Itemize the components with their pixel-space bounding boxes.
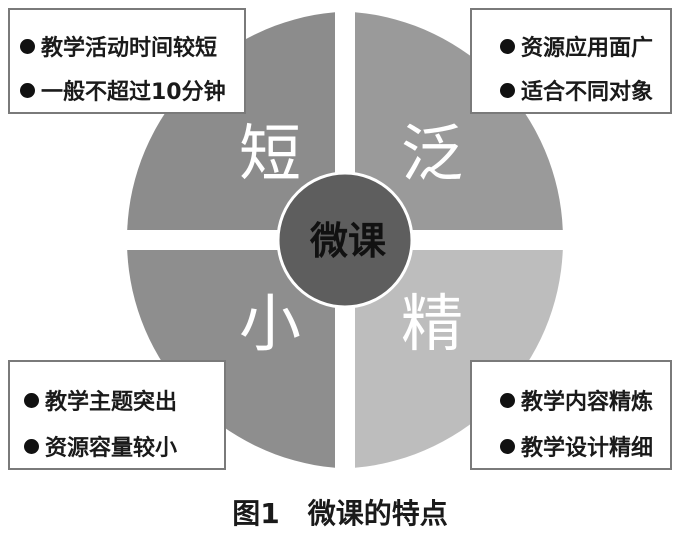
quadrant-small bbox=[127, 250, 335, 468]
box-bottom-left: 教学主题突出 资源容量较小 bbox=[8, 360, 226, 470]
bullet-icon bbox=[20, 39, 35, 54]
list-item: 资源应用面广 bbox=[500, 30, 653, 62]
list-item: 一般不超过10分钟 bbox=[20, 74, 226, 106]
quadrant-broad bbox=[355, 12, 563, 231]
box-top-right: 资源应用面广 适合不同对象 bbox=[470, 8, 672, 114]
bullet-icon bbox=[24, 439, 39, 454]
bullet-icon bbox=[500, 393, 515, 408]
quadrant-char-refined: 精 bbox=[401, 287, 463, 360]
quadrant-char-small: 小 bbox=[239, 287, 301, 360]
quadrant-short bbox=[127, 12, 335, 231]
bullet-icon bbox=[20, 83, 35, 98]
center-label: 微课 bbox=[309, 219, 386, 263]
figure-caption: 图1 微课的特点 bbox=[232, 497, 448, 530]
bullet-icon bbox=[500, 83, 515, 98]
list-item: 教学设计精细 bbox=[500, 430, 653, 462]
box-bottom-right: 教学内容精炼 教学设计精细 bbox=[470, 360, 672, 470]
list-item: 适合不同对象 bbox=[500, 74, 653, 106]
list-item: 教学活动时间较短 bbox=[20, 30, 217, 62]
bullet-icon bbox=[24, 393, 39, 408]
quadrant-refined bbox=[355, 250, 563, 468]
list-item: 教学主题突出 bbox=[24, 384, 177, 416]
bullet-icon bbox=[500, 439, 515, 454]
quadrant-char-short: 短 bbox=[239, 117, 301, 190]
bullet-icon bbox=[500, 39, 515, 54]
quadrant-char-broad: 泛 bbox=[401, 117, 463, 190]
center-circle bbox=[276, 171, 414, 309]
list-item: 教学内容精炼 bbox=[500, 384, 653, 416]
box-top-left: 教学活动时间较短 一般不超过10分钟 bbox=[8, 8, 246, 114]
list-item: 资源容量较小 bbox=[24, 430, 177, 462]
